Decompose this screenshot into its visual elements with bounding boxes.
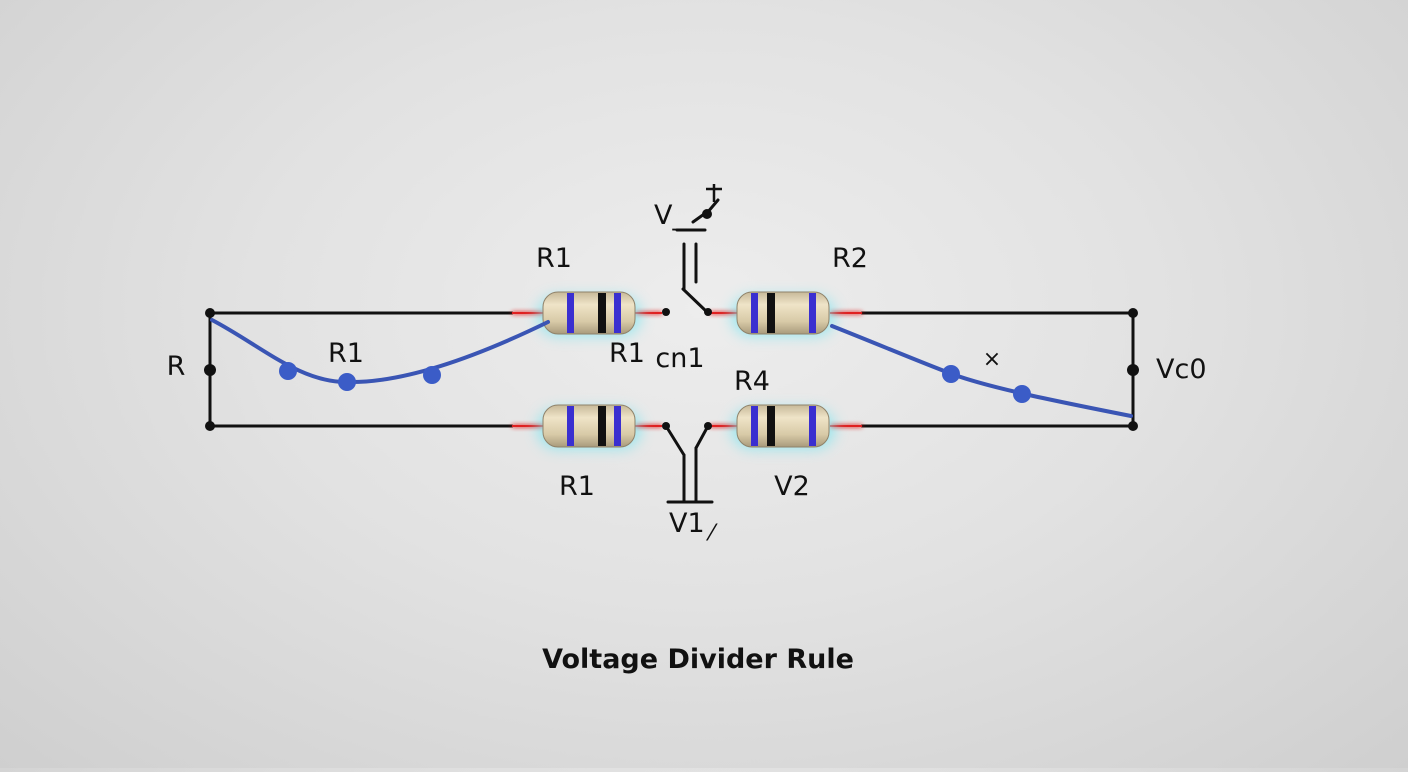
- label-center-left: R1: [609, 338, 645, 369]
- label-top-source: V_: [654, 200, 686, 231]
- junction-node: [1128, 421, 1138, 431]
- label-curve-left: R1: [328, 338, 364, 369]
- top-source-node: [702, 209, 712, 219]
- junction-node: [662, 308, 670, 316]
- label-center-right: cn1: [655, 343, 704, 374]
- curve-dot: [338, 373, 356, 391]
- curve-dot: [1013, 385, 1031, 403]
- curve-dots: [279, 362, 1031, 403]
- marker-x-icon: ×: [983, 347, 1001, 372]
- resistor-bottom-right: [731, 404, 835, 449]
- plus-sign-icon: [706, 184, 722, 202]
- label-resistor-bottom-right: V2: [774, 471, 810, 502]
- diagram-title: Voltage Divider Rule: [542, 644, 854, 675]
- label-bottom-source: V1: [669, 508, 705, 539]
- label-bottom-source-suffix: ⁄: [705, 521, 718, 546]
- junction-node: [662, 422, 670, 430]
- junction-node: [204, 364, 216, 376]
- junction-node: [704, 308, 712, 316]
- label-resistor-bottom-left: R1: [559, 471, 595, 502]
- junction-node: [704, 422, 712, 430]
- junction-node: [205, 421, 215, 431]
- curve-dot: [279, 362, 297, 380]
- resistor-top-right: [731, 291, 835, 336]
- label-resistor-top-right: R2: [832, 243, 868, 274]
- label-resistor-top-left: R1: [536, 243, 572, 274]
- blue-curve-right: [830, 324, 1133, 418]
- resistor-bottom-left: [537, 404, 641, 449]
- junction-nodes: [204, 308, 1139, 431]
- junction-node: [205, 308, 215, 318]
- label-right-terminal: Vc0: [1156, 354, 1207, 385]
- switch-bottom-arm-right: [694, 424, 710, 450]
- junction-node: [1128, 308, 1138, 318]
- label-bottom-right-upper: R4: [734, 366, 770, 397]
- junction-node: [1127, 364, 1139, 376]
- label-left-terminal: R: [167, 351, 186, 382]
- curve-dot: [942, 365, 960, 383]
- switch-bottom-arm-left: [664, 424, 686, 457]
- blue-curve-left: [210, 318, 550, 385]
- switch-top-arm: [681, 287, 709, 314]
- resistor-top-left: [537, 291, 641, 336]
- curve-dot: [423, 366, 441, 384]
